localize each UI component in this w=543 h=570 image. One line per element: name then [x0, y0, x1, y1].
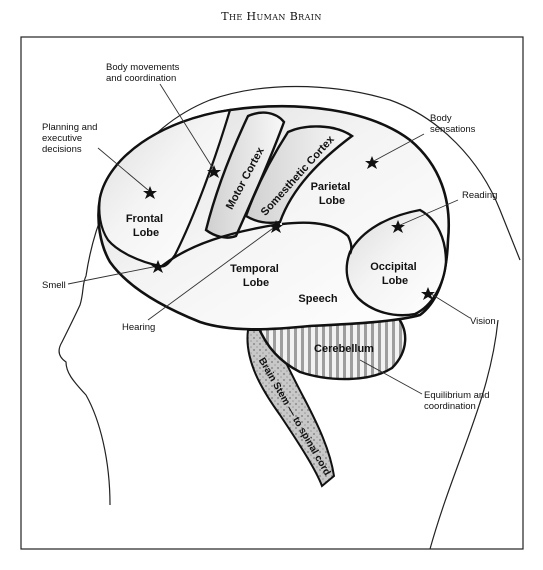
callout-body-sensations: Body sensations [430, 113, 476, 135]
stars [143, 156, 435, 300]
star-reading [391, 220, 405, 233]
callout-equilibrium: Equilibrium and coordination [424, 390, 492, 412]
motor-cortex-region [204, 111, 286, 239]
parietal-lobe-label: Parietal Lobe [311, 181, 354, 207]
temporal-boundary [161, 222, 281, 267]
star-smell [151, 260, 165, 273]
occipital-lobe-region [345, 208, 448, 317]
star-hearing [269, 220, 283, 233]
frontal-lobe-label: Frontal Lobe [126, 213, 166, 239]
star-frontal [143, 186, 157, 199]
neck-outline [429, 319, 499, 550]
somesthetic-cortex-region [244, 125, 355, 224]
page-title: The Human Brain [221, 10, 322, 23]
callout-smell: Smell [42, 280, 66, 291]
brain-stem-region [246, 329, 336, 488]
leader-lines [67, 83, 471, 395]
star-vision [421, 287, 435, 300]
frontal-lobe-region [98, 108, 232, 268]
callout-vision: Vision [470, 316, 496, 327]
callout-hearing: Hearing [122, 322, 155, 333]
callout-body-movements: Body movements and coordination [106, 62, 182, 84]
callout-reading: Reading [462, 190, 497, 201]
cerebellum-label: Cerebellum [314, 343, 374, 355]
speech-label: Speech [298, 293, 337, 305]
callout-planning: Planning and executive decisions [42, 122, 100, 155]
diagram-frame [20, 36, 524, 550]
occipital-lobe-label: Occipital Lobe [370, 261, 420, 287]
temporal-lobe-label: Temporal Lobe [230, 263, 282, 289]
star-motor [207, 165, 221, 178]
parietal-boundary [281, 221, 353, 255]
star-somesthetic [365, 156, 379, 169]
head-outline [58, 85, 521, 506]
